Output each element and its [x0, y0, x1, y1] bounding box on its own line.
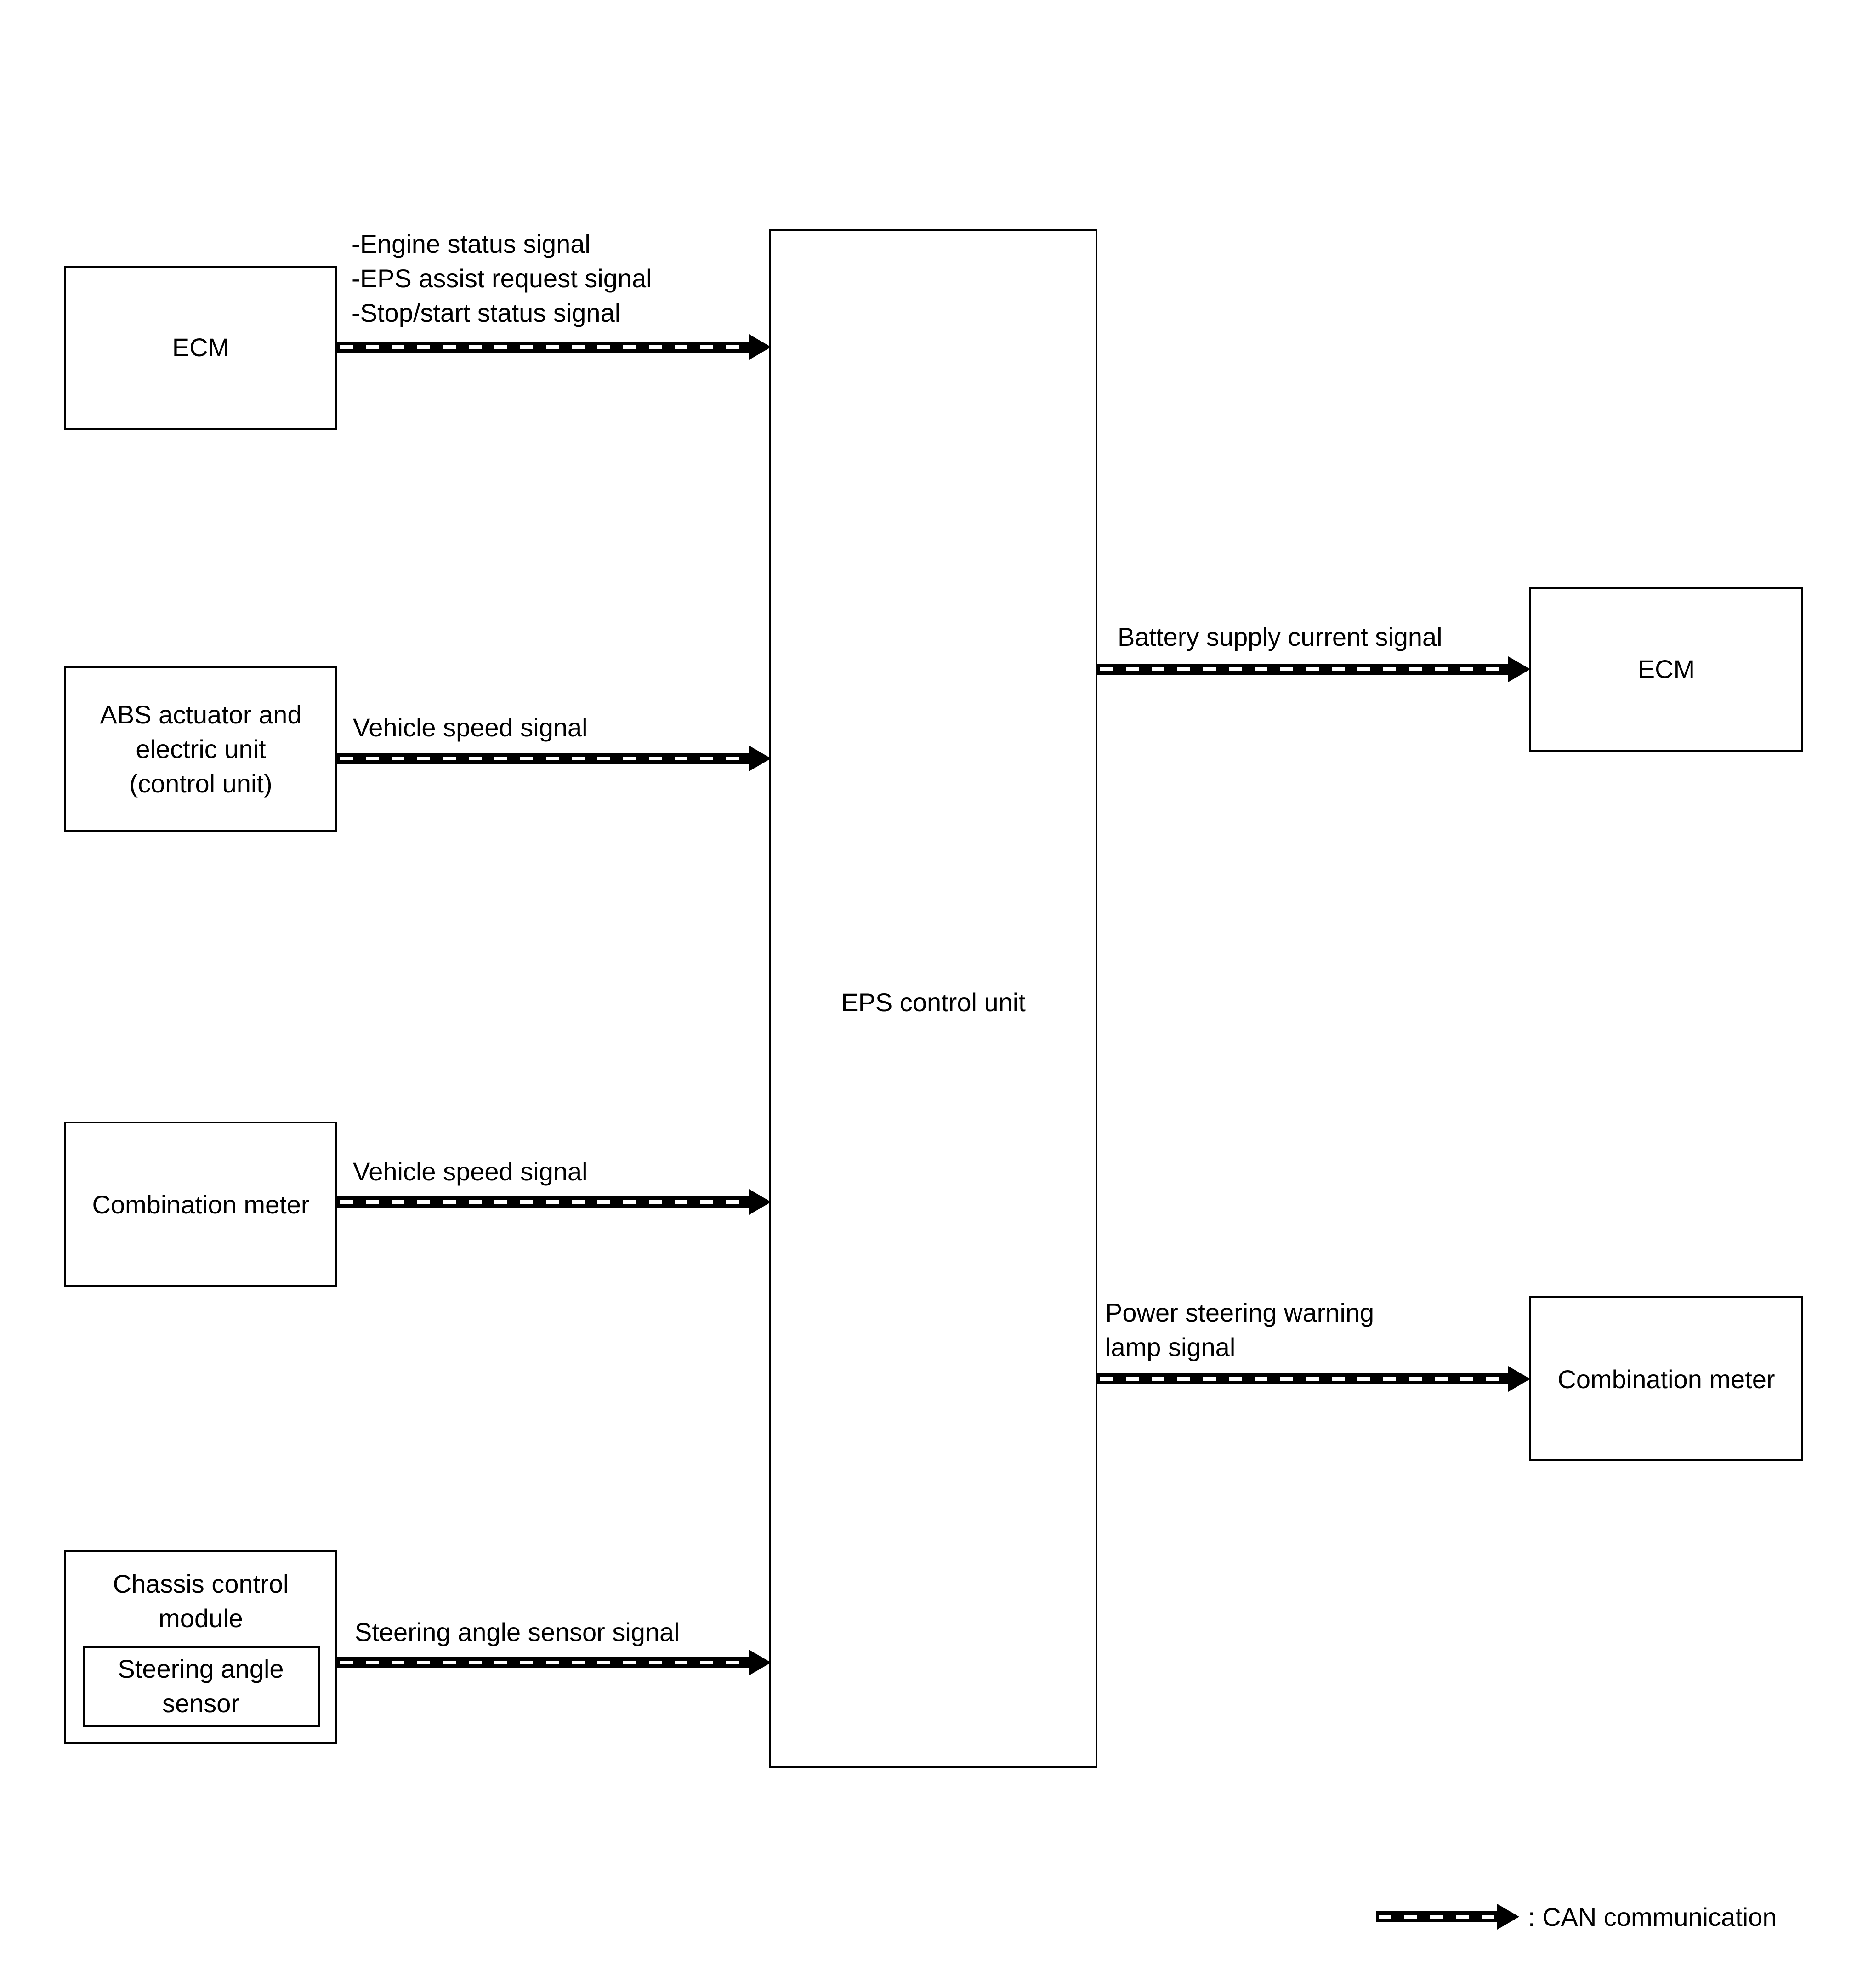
combination-meter-right-node: Combination meter: [1529, 1296, 1803, 1461]
signal-label-abs-vehicle-speed: Vehicle speed signal: [353, 713, 588, 742]
legend: : CAN communication: [1376, 1903, 1777, 1931]
can-arrow-abs-to-eps: [337, 746, 771, 771]
ecm-left-node: ECM: [64, 266, 337, 430]
legend-can-arrow-icon: [1376, 1904, 1519, 1930]
can-arrow-eps-to-meter: [1097, 1366, 1530, 1392]
eps-control-unit-label: EPS control unit: [841, 988, 1026, 1017]
abs-unit-label-line3: (control unit): [129, 769, 272, 798]
chassis-control-module-label-line1: Chassis control: [113, 1569, 289, 1598]
abs-unit-node: ABS actuator and electric unit (control …: [64, 666, 337, 832]
signal-power-steering-warning-line2: lamp signal: [1105, 1333, 1235, 1361]
chassis-control-module-label-line2: module: [159, 1604, 243, 1633]
legend-label: : CAN communication: [1528, 1903, 1777, 1931]
can-arrow-chassis-to-eps: [337, 1650, 771, 1675]
steering-angle-sensor-node: Steering angle sensor: [83, 1646, 320, 1727]
signal-label-battery-supply: Battery supply current signal: [1118, 622, 1442, 651]
signal-stop-start-status: -Stop/start status signal: [352, 298, 620, 327]
signal-power-steering-warning-line1: Power steering warning: [1105, 1298, 1374, 1327]
chassis-control-module-node: Chassis control module Steering angle se…: [64, 1550, 337, 1744]
signal-label-steering-angle: Steering angle sensor signal: [355, 1618, 680, 1646]
can-arrow-ecm-to-eps: [337, 334, 771, 360]
steering-angle-sensor-label-line1: Steering angle: [118, 1654, 284, 1683]
signal-label-meter-vehicle-speed: Vehicle speed signal: [353, 1157, 588, 1186]
ecm-left-label: ECM: [172, 333, 229, 362]
signal-label-ecm-to-eps: -Engine status signal -EPS assist reques…: [352, 229, 652, 327]
combination-meter-left-node: Combination meter: [64, 1122, 337, 1287]
signal-label-eps-to-meter: Power steering warning lamp signal: [1105, 1298, 1374, 1361]
ecm-right-node: ECM: [1529, 587, 1803, 752]
can-arrow-meter-to-eps: [337, 1189, 771, 1215]
eps-control-unit-node: EPS control unit: [769, 229, 1097, 1768]
signal-engine-status: -Engine status signal: [352, 229, 591, 258]
abs-unit-label-line1: ABS actuator and: [100, 700, 302, 729]
signal-eps-assist-request: -EPS assist request signal: [352, 264, 652, 293]
combination-meter-right-label: Combination meter: [1557, 1365, 1775, 1394]
steering-angle-sensor-label-line2: sensor: [162, 1689, 239, 1718]
combination-meter-left-label: Combination meter: [92, 1190, 309, 1219]
abs-unit-label-line2: electric unit: [136, 735, 266, 763]
ecm-right-label: ECM: [1638, 655, 1695, 684]
can-arrow-eps-to-ecm: [1097, 656, 1530, 682]
